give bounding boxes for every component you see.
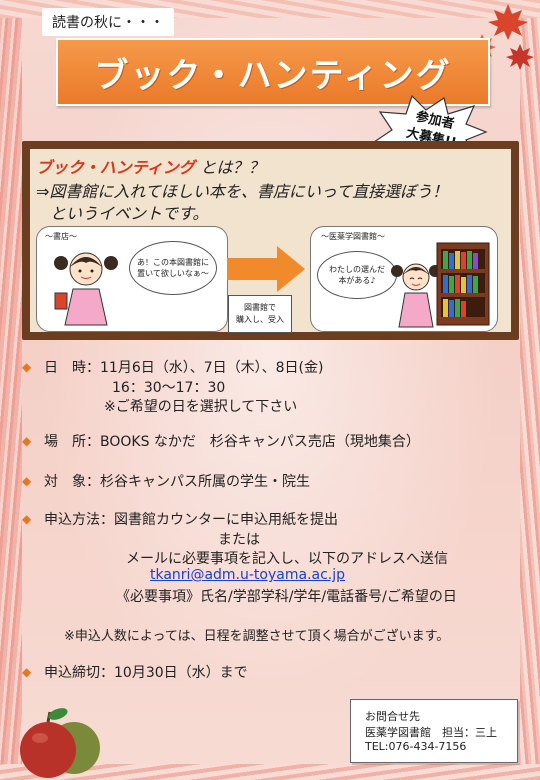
required-fields: 《必要事項》氏名/学部学科/学年/電話番号/ご希望の日 xyxy=(116,589,457,605)
apply-or: または xyxy=(218,532,260,548)
subtitle: 読書の秋に・・・ xyxy=(42,8,174,36)
girl-happy-icon xyxy=(391,263,441,328)
question-highlight: ブック・ハンティング xyxy=(36,158,195,177)
apply-row: 申込方法：図書館カウンターに申込用紙を提出 xyxy=(44,509,338,529)
date-row: 日 時：11月6日（水）、7日（木）、8日(金) xyxy=(44,357,323,377)
bookstore-bubble-line-2: 置いて欲しいなぁ～ xyxy=(137,269,209,278)
apply-label: 申込方法： xyxy=(44,512,114,528)
bullet-diamond-icon: ◆ xyxy=(22,474,32,488)
place-row: 場 所：BOOKS なかだ 杉谷キャンパス売店（現地集合） xyxy=(44,431,420,451)
purchase-tag-line-2: 購入し、受入 xyxy=(236,315,284,324)
right-texture xyxy=(520,0,540,780)
intro-desc-2: というイベントです。 xyxy=(50,204,209,223)
bullet-diamond-icon: ◆ xyxy=(22,512,32,526)
deadline-row: 申込締切：10月30日（水）まで xyxy=(44,662,248,682)
deadline-value: 10月30日（水）まで xyxy=(114,665,248,681)
title-banner: ブック・ハンティング xyxy=(56,38,490,106)
left-texture xyxy=(0,0,22,780)
contact-line-1: 医薬学図書館 担当：三上 xyxy=(365,726,497,739)
contact-box: お問合せ先 医薬学図書館 担当：三上 TEL:076-434-7156 xyxy=(350,699,518,763)
library-bubble-line-2: 本がある♪ xyxy=(338,276,376,285)
bottom-texture xyxy=(0,764,540,780)
purchase-tag-line-1: 図書館で xyxy=(244,303,276,312)
page-title: ブック・ハンティング xyxy=(94,55,452,96)
bullet-diamond-icon: ◆ xyxy=(22,360,32,374)
contact-phone: TEL:076-434-7156 xyxy=(365,740,467,753)
bullet-diamond-icon: ◆ xyxy=(22,434,32,448)
place-label: 場 所： xyxy=(44,434,100,450)
deadline-label: 申込締切： xyxy=(44,665,114,681)
intro-question: ブック・ハンティング とは？？ xyxy=(36,154,264,178)
contact-heading: お問合せ先 xyxy=(365,710,420,723)
girl-with-book-icon xyxy=(54,252,118,326)
bookstore-bubble-line-1: あ！この本図書館に xyxy=(137,258,209,267)
target-row: 対 象：杉谷キャンパス所属の学生・院生 xyxy=(44,471,310,491)
intro-desc-1: ⇒図書館に入れてほしい本を、書店にいって直接選ぼう！ xyxy=(36,182,449,201)
place-value: BOOKS なかだ 杉谷キャンパス売店（現地集合） xyxy=(100,434,420,450)
email-link[interactable]: tkanri@adm.u-toyama.ac.jp xyxy=(150,567,346,583)
apply-value-1: 図書館カウンターに申込用紙を提出 xyxy=(114,512,338,528)
apply-value-2: メールに必要事項を記入し、以下のアドレスへ送信 xyxy=(126,551,448,567)
question-rest: とは？？ xyxy=(200,158,265,177)
apples-icon xyxy=(20,708,100,778)
bookstore-speech-bubble: あ！この本図書館に 置いて欲しいなぁ～ xyxy=(129,241,217,295)
library-speech-bubble: わたしの選んだ 本がある♪ xyxy=(317,251,397,299)
date-label: 日 時： xyxy=(44,360,100,376)
date-note: ※ご希望の日を選択して下さい xyxy=(104,399,298,415)
bookshelf-icon xyxy=(436,242,490,326)
purchase-tag: 図書館で 購入し、受入 xyxy=(228,295,292,333)
time-value: 16：30～17：30 xyxy=(112,380,226,396)
target-label: 対 象： xyxy=(44,474,100,490)
library-panel: ～医薬学図書館～ わたしの選んだ 本がある♪ xyxy=(310,226,498,332)
bookstore-label: ～書店～ xyxy=(45,232,77,241)
date-value: 11月6日（水）、7日（木）、8日(金) xyxy=(100,360,324,376)
bookstore-panel: ～書店～ あ！この本図書館に 置いて欲しいなぁ～ xyxy=(36,226,228,332)
library-label: ～医薬学図書館～ xyxy=(321,232,385,241)
arrow-right-icon xyxy=(227,246,305,292)
adjust-note: ※申込人数によっては、日程を調整させて頂く場合がございます。 xyxy=(64,629,450,644)
library-bubble-line-1: わたしの選んだ xyxy=(329,265,385,274)
target-value: 杉谷キャンパス所属の学生・院生 xyxy=(100,474,310,490)
bullet-diamond-icon: ◆ xyxy=(22,665,32,679)
